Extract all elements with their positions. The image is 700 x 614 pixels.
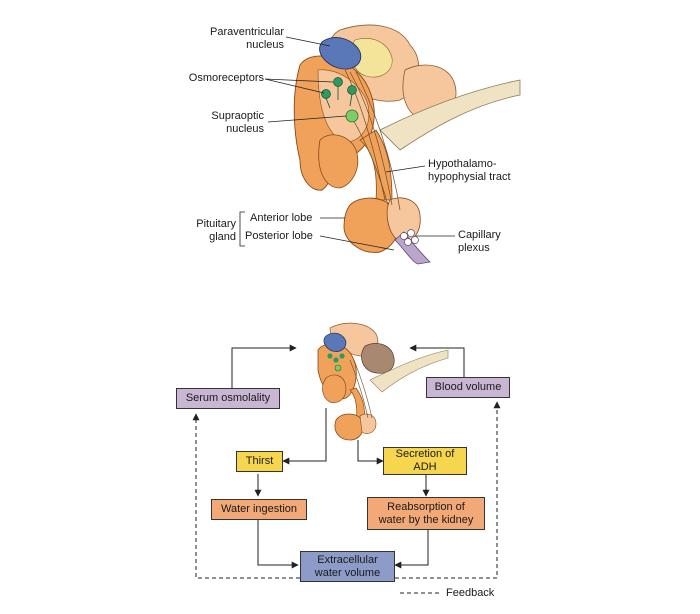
thirst-box: Thirst: [236, 451, 283, 472]
secretion-adh-box: Secretion of ADH: [383, 447, 467, 475]
reabsorption-line1: Reabsorption of: [387, 500, 465, 513]
small-hypothalamus-illustration: [317, 322, 449, 441]
pituitary-label-line2: gland: [209, 231, 236, 243]
flow-connectors: [231, 344, 465, 569]
paraventricular-label-line2: nucleus: [246, 39, 284, 51]
secretion-line2: ADH: [413, 461, 437, 473]
supraoptic-label: Supraoptic nucleus: [170, 110, 264, 136]
water-ingestion-box: Water ingestion: [211, 499, 307, 520]
hypothalamus-illustration: [293, 24, 521, 265]
tract-label-line1: Hypothalamo-: [428, 158, 497, 170]
reabsorption-line2: water by the kidney: [378, 513, 474, 526]
reabsorption-box: Reabsorption of water by the kidney: [367, 497, 485, 530]
tract-label: Hypothalamo- hypophysial tract: [428, 158, 511, 184]
ecf-line1: Extracellular: [317, 553, 378, 566]
supraoptic-nucleus-shape: [345, 109, 359, 123]
posterior-lobe-label: Posterior lobe: [245, 230, 313, 242]
anterior-lobe-label: Anterior lobe: [250, 212, 313, 224]
supraoptic-label-line1: Supraoptic: [211, 110, 264, 122]
feedback-legend-label: Feedback: [446, 587, 495, 599]
serum-osmolality-box: Serum osmolality: [176, 388, 280, 409]
top-leader-lines: [239, 36, 455, 251]
pituitary-label-line1: Pituitary: [196, 218, 236, 230]
capillary-plexus-label: Capillary plexus: [458, 229, 501, 255]
capillary-label-line2: plexus: [458, 242, 490, 254]
extracellular-water-volume-box: Extracellular water volume: [300, 551, 395, 582]
supraoptic-label-line2: nucleus: [226, 123, 264, 135]
paraventricular-label: Paraventricular nucleus: [190, 26, 284, 52]
blood-volume-box: Blood volume: [426, 377, 510, 398]
ecf-line2: water volume: [314, 566, 381, 579]
feedback-connectors: [192, 401, 501, 594]
paraventricular-nucleus-shape: [319, 37, 362, 70]
osmoreceptors-label: Osmoreceptors: [188, 72, 264, 84]
capillary-label-line1: Capillary: [458, 229, 501, 241]
tract-label-line2: hypophysial tract: [428, 171, 511, 183]
osmoreceptor-cells: [321, 77, 357, 109]
pituitary-label: Pituitary gland: [170, 218, 236, 244]
secretion-line1: Secretion of: [395, 448, 455, 460]
paraventricular-label-line1: Paraventricular: [210, 26, 284, 38]
